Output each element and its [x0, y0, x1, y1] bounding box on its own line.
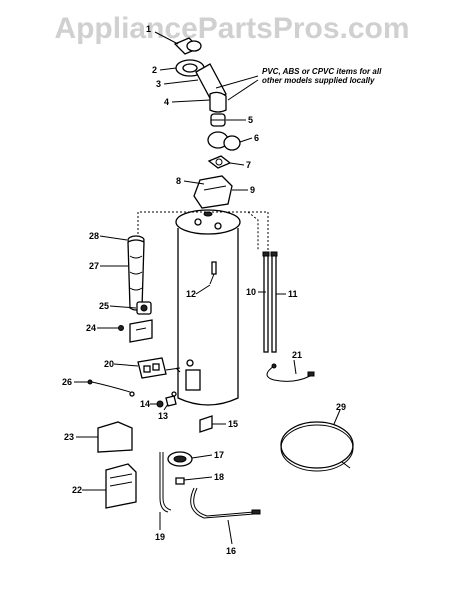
part-29-base-ring [280, 421, 354, 472]
callout-3: 3 [156, 79, 161, 89]
callout-14: 14 [140, 399, 150, 409]
leader-lines [74, 31, 341, 545]
callout-5: 5 [248, 115, 253, 125]
part-21-cable [266, 363, 315, 382]
callout-21: 21 [292, 350, 302, 360]
callout-29: 29 [336, 402, 346, 412]
callout-9: 9 [250, 185, 255, 195]
callout-4: 4 [164, 97, 169, 107]
callout-12: 12 [186, 289, 196, 299]
part-9-blower [193, 175, 233, 209]
supply-note-line1: PVC, ABS or CPVC items for all [262, 67, 382, 76]
callout-13: 13 [158, 411, 168, 421]
part-11-anode-rod [270, 251, 278, 353]
callout-16-pilot: 16 [226, 546, 236, 556]
callout-20: 20 [104, 359, 114, 369]
part-12-probe [209, 261, 217, 285]
callout-26: 26 [62, 377, 72, 387]
callout-27: 27 [89, 261, 99, 271]
part-14-fitting [156, 400, 164, 408]
part-5-adapter [210, 113, 226, 127]
part-27-flue-baffle [127, 239, 145, 311]
callout-18: 18 [214, 472, 224, 482]
part-22-outer-door [105, 463, 137, 509]
callout-6: 6 [254, 133, 259, 143]
callout-24: 24 [86, 323, 96, 333]
part-24-bracket [118, 319, 153, 343]
callout-19: 19 [155, 532, 165, 542]
watermark: AppliancePartsPros.com [54, 12, 409, 45]
part-2-vent-ring [175, 59, 205, 77]
part-19-manifold-tube [159, 452, 172, 513]
part-23-cover [97, 421, 133, 453]
callout-1: 1 [146, 24, 151, 34]
part-6-draft-hood [207, 131, 241, 151]
part-26-wire [87, 379, 135, 397]
supply-note-line2: other models supplied locally [262, 76, 375, 85]
callout-11: 11 [288, 289, 298, 299]
part-13-drain-valve [165, 391, 177, 407]
part-16-pilot-tube [190, 487, 261, 519]
part-25-switch [136, 301, 152, 315]
callout-28: 28 [89, 231, 99, 241]
part-15-door [199, 415, 213, 433]
part-tank [175, 209, 241, 406]
callout-25: 25 [99, 301, 109, 311]
callout-22: 22 [72, 485, 82, 495]
part-10-dip-tube [262, 251, 270, 353]
callout-10: 10 [246, 287, 256, 297]
callout-7: 7 [246, 160, 251, 170]
part-7-gasket [207, 155, 232, 169]
callout-8: 8 [176, 176, 181, 186]
callout-23: 23 [64, 432, 74, 442]
callout-2: 2 [152, 65, 157, 75]
part-18-thermocouple [175, 477, 185, 485]
part-1-vent-cap [173, 37, 202, 55]
part-20-gas-valve [137, 357, 181, 379]
callout-15: 15 [228, 419, 238, 429]
part-17-burner [167, 451, 193, 467]
part-4-vent-elbow [209, 91, 227, 113]
callout-17: 17 [214, 450, 224, 460]
